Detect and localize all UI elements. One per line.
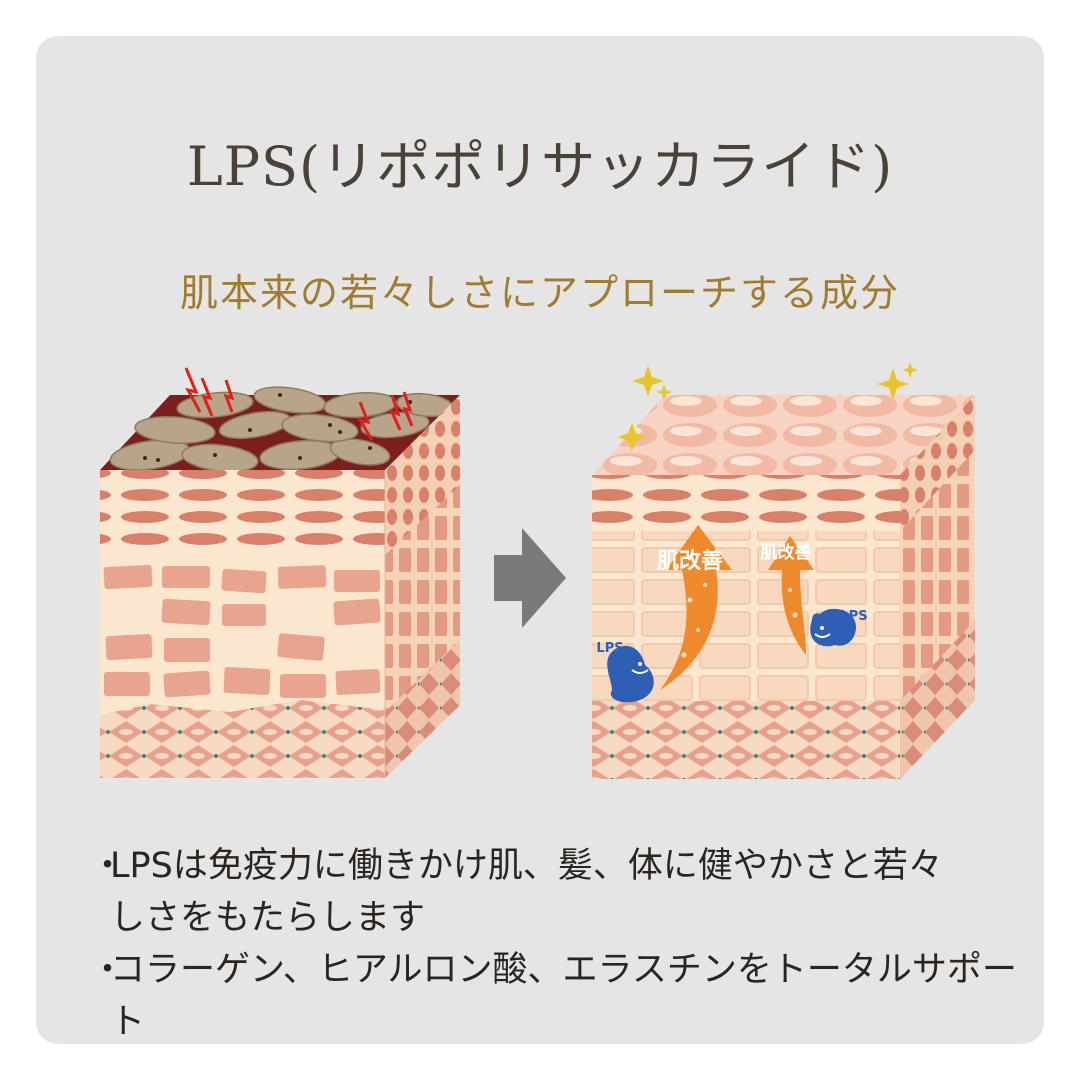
lps-label-2: LPS (840, 609, 867, 624)
healthy-skin-cube (592, 362, 975, 779)
page-title: LPS(リポポリサッカライド) (186, 135, 894, 198)
lps-character-1 (607, 645, 654, 703)
page-subtitle: 肌本来の若々しさにアプローチする成分 (179, 271, 900, 315)
bullet-item: ・ LPSは免疫力に働きかけ肌、髪、体に健やかさと若々 しさをもたらします (90, 840, 1030, 944)
improve-label-1: 肌改善 (657, 548, 723, 574)
bullet-text: コラーゲン、ヒアルロン酸、エラスチンをトータルサポート (110, 950, 1017, 1042)
bullet-marker: ・ (90, 950, 126, 990)
bullet-item: ・ コラーゲン、ヒアルロン酸、エラスチンをトータルサポート (90, 944, 1030, 1048)
lps-label-1: LPS (596, 641, 623, 656)
improve-label-2: 肌改善 (761, 542, 812, 563)
bullet-marker: ・ (90, 846, 126, 886)
bullet-list: ・ LPSは免疫力に働きかけ肌、髪、体に健やかさと若々 しさをもたらします ・ … (90, 840, 1030, 1048)
bullet-text: LPSは免疫力に働きかけ肌、髪、体に健やかさと若々 しさをもたらします (110, 846, 943, 938)
damaged-skin-cube (100, 367, 460, 778)
right-arrow-icon (494, 528, 566, 628)
illustration: 肌改善 肌改善 LPS LPS (100, 362, 975, 779)
